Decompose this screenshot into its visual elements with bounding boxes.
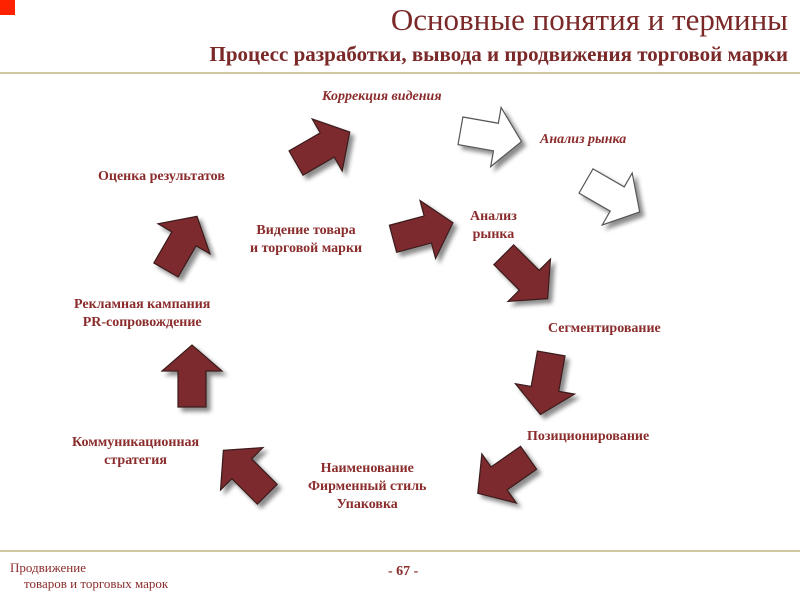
corner-mark — [0, 0, 15, 15]
label-segmentation: Сегментирование — [548, 321, 661, 336]
arrow-to-positioning — [510, 347, 582, 421]
outline-arrow-correction — [454, 100, 528, 172]
header-divider — [0, 72, 800, 74]
page-title: Основные понятия и термины — [390, 2, 788, 37]
label-communication: Коммуникационная стратегия — [72, 435, 200, 468]
footer-course-title: Продвижение товаров и торговых марок — [10, 560, 169, 591]
arrow-to-segmentation — [481, 232, 570, 321]
label-positioning: Позиционирование — [527, 429, 650, 444]
page-subtitle: Процесс разработки, вывода и продвижения… — [209, 42, 788, 66]
label-naming: Наименование Фирменный стиль Упаковка — [308, 461, 427, 512]
label-evaluation: Оценка результатов — [98, 169, 225, 184]
label-market-analysis: Анализ рынка — [540, 132, 627, 147]
arrow-center-to-analysis — [384, 193, 462, 269]
label-correction: Коррекция видения — [322, 89, 442, 104]
page-number: - 67 - — [388, 564, 419, 579]
label-analysis: Анализ рынка — [470, 209, 517, 242]
arrow-to-evaluation — [139, 200, 224, 286]
footer-divider — [0, 550, 800, 552]
arrow-to-correction — [280, 105, 366, 190]
outline-arrow-market — [570, 154, 656, 239]
label-vision: Видение товара и торговой марки — [250, 223, 363, 256]
arrow-to-campaign — [161, 344, 223, 408]
arrow-to-communication — [201, 428, 290, 517]
label-campaign: Рекламная кампания PR-сопровождение — [74, 297, 211, 330]
